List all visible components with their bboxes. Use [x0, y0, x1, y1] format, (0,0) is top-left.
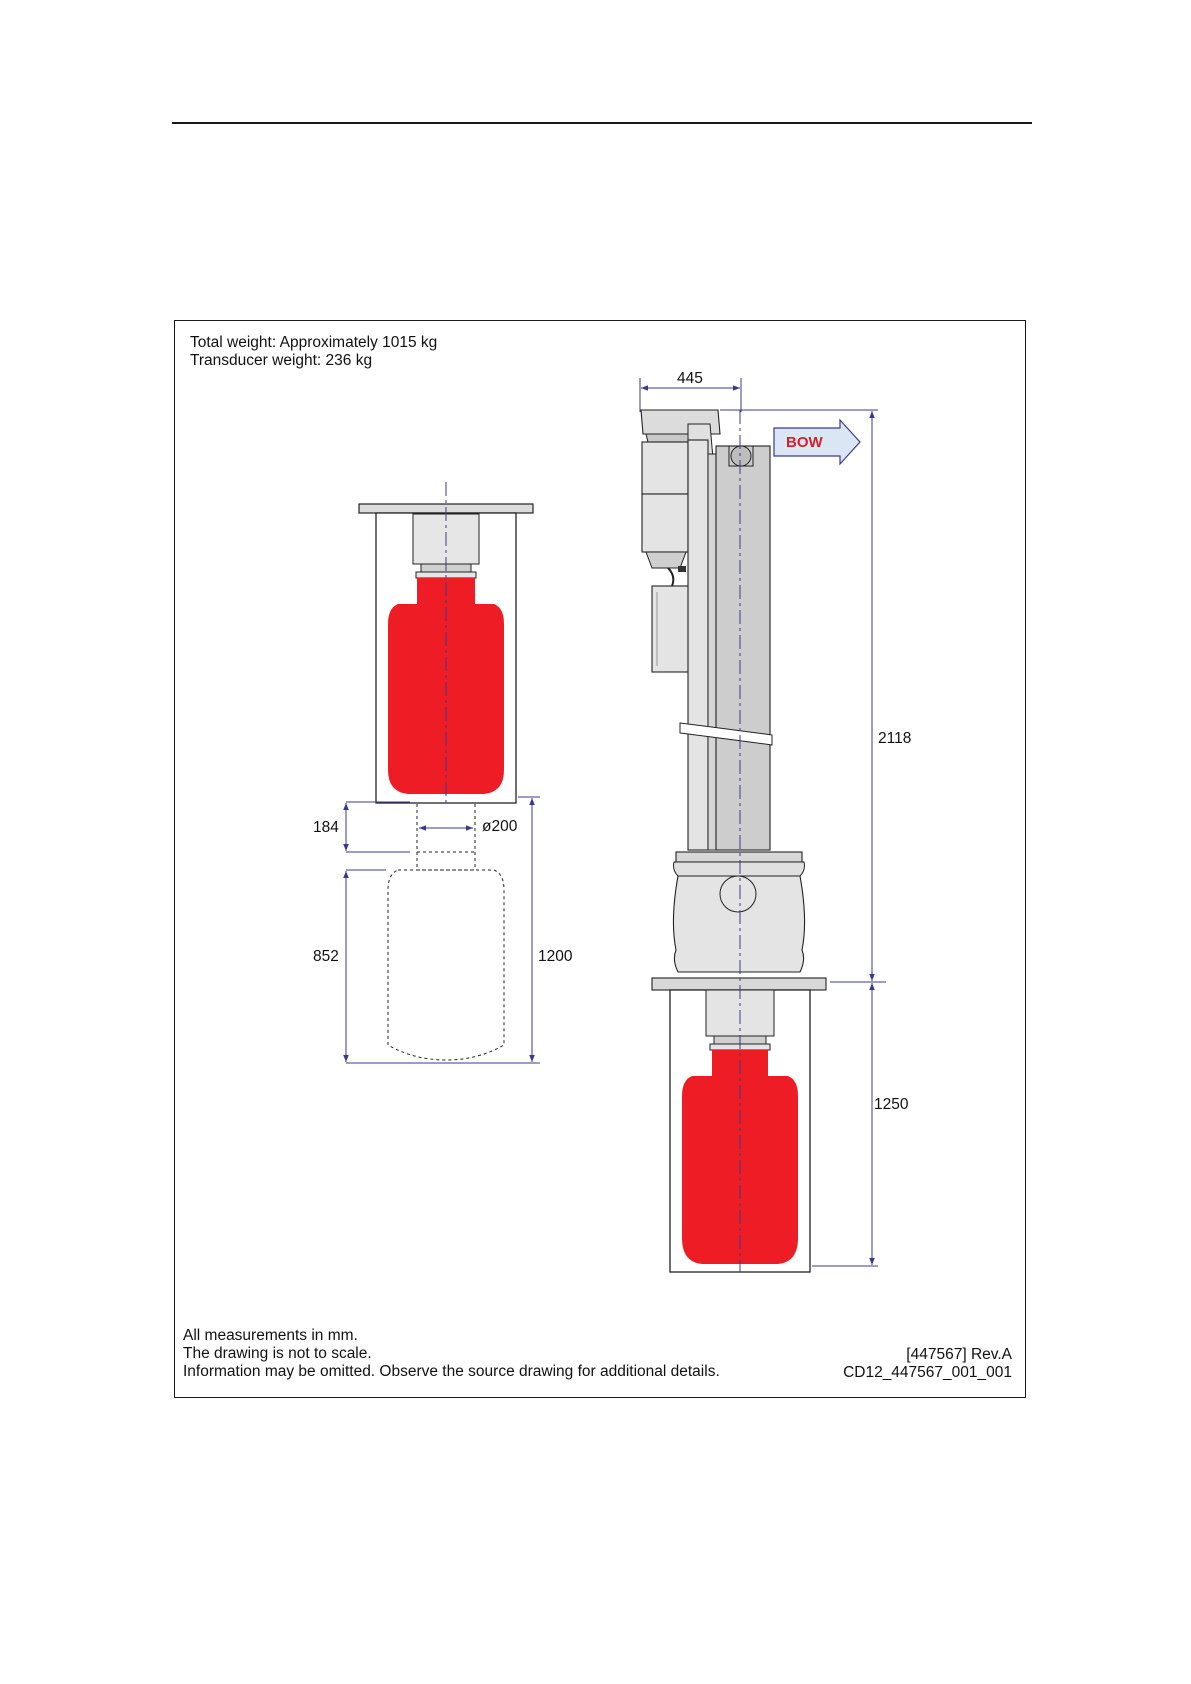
note-scale: The drawing is not to scale. [183, 1345, 372, 1363]
bow-label: BOW [786, 434, 823, 452]
dim-1200-label: 1200 [538, 948, 572, 966]
drawing-revision: [447567] Rev.A [800, 1346, 1012, 1364]
right-view [640, 378, 886, 1272]
motor-lower [642, 494, 688, 552]
dim-445-label: 445 [677, 370, 703, 388]
dim-852-label: 852 [313, 948, 339, 966]
note-measurements: All measurements in mm. [183, 1327, 358, 1345]
main-pipe [716, 446, 770, 850]
dim-200-label: ø200 [482, 818, 517, 836]
lower-flange [652, 978, 826, 990]
junction-box [652, 586, 690, 672]
motor-upper [642, 442, 688, 494]
dim-184-label: 184 [313, 819, 339, 837]
note-omitted: Information may be omitted. Observe the … [183, 1363, 720, 1381]
left-lowered-transducer-outline [388, 804, 504, 1060]
frame-rail [688, 440, 708, 850]
left-view [346, 482, 540, 1063]
dim-1250-label: 1250 [874, 1096, 908, 1114]
drawing-id: CD12_447567_001_001 [800, 1364, 1012, 1382]
dim-2118-label: 2118 [878, 730, 911, 748]
